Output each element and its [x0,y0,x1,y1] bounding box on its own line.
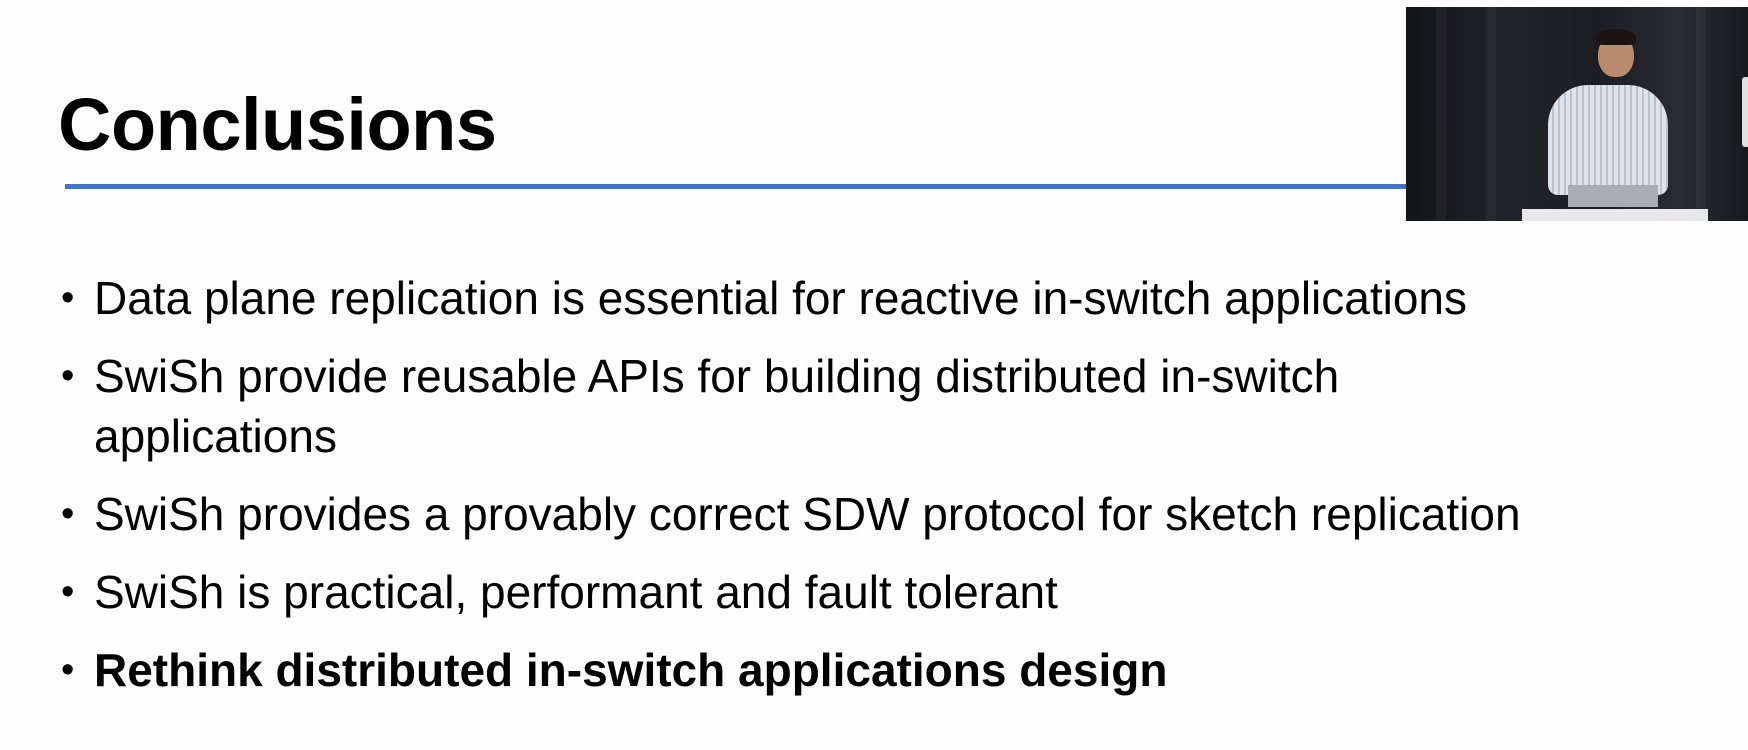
speaker-body [1548,85,1668,195]
bullet-dot-icon: • [61,493,75,535]
slide-title: Conclusions [58,83,497,166]
bullet-list: • Data plane replication is essential fo… [58,268,1698,718]
bullet-item-emphasized: • Rethink distributed in-switch applicat… [58,640,1698,700]
bullet-text: SwiSh is practical, performant and fault… [94,566,1058,618]
bullet-dot-icon: • [61,571,75,613]
title-underline [65,184,1407,189]
bullet-dot-icon: • [61,355,75,397]
curtain-fold [1486,7,1496,221]
video-edge-handle [1742,77,1748,147]
curtain-fold [1436,7,1446,221]
podium-laptop [1568,185,1658,207]
curtain-fold [1696,7,1706,221]
bullet-item: • SwiSh provide reusable APIs for buildi… [58,346,1698,466]
bullet-text: SwiSh provides a provably correct SDW pr… [94,488,1521,540]
bullet-text: Rethink distributed in-switch applicatio… [94,644,1168,696]
speaker-hair [1596,29,1636,45]
bullet-item: • Data plane replication is essential fo… [58,268,1698,328]
bullet-text: SwiSh provide reusable APIs for building… [94,350,1340,462]
bullet-dot-icon: • [61,277,75,319]
bullet-item: • SwiSh is practical, performant and fau… [58,562,1698,622]
bullet-item: • SwiSh provides a provably correct SDW … [58,484,1698,544]
bullet-text: Data plane replication is essential for … [94,272,1468,324]
bullet-dot-icon: • [61,649,75,691]
speaker-video-inset [1406,7,1748,221]
stage-edge [1522,209,1708,221]
